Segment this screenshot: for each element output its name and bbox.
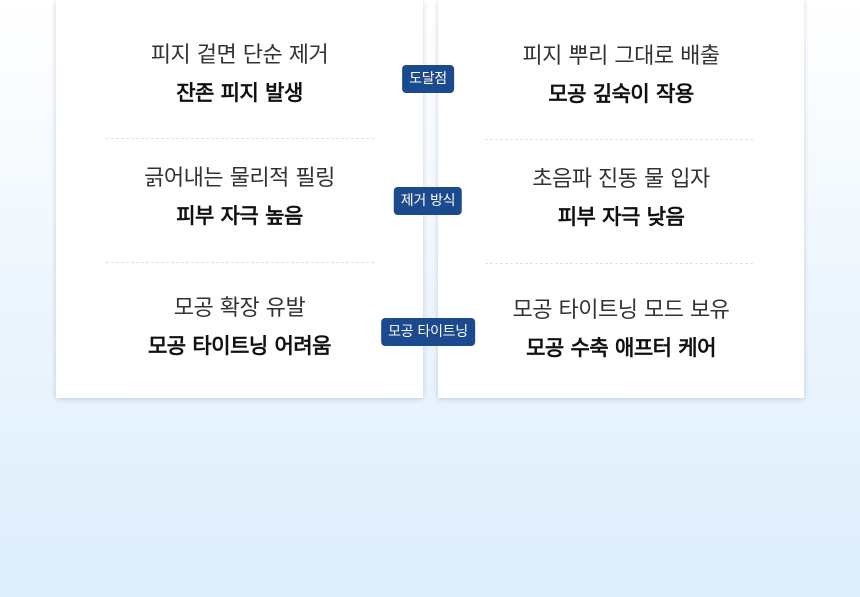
row-divider: [106, 138, 374, 139]
left-row-tightening-result: 모공 타이트닝 어려움: [147, 334, 332, 358]
category-badge-reach: 도달점: [402, 65, 454, 93]
comparison-card-left: 피지 겉면 단순 제거 잔존 피지 발생 긁어내는 물리적 필링 피부 자극 높…: [56, 0, 423, 398]
right-row-tightening-description: 모공 타이트닝 모드 보유: [512, 298, 730, 323]
left-row-method-description: 긁어내는 물리적 필링: [144, 166, 335, 191]
category-badge-tightening: 모공 타이트닝: [381, 318, 475, 346]
left-row-tightening-description: 모공 확장 유발: [173, 296, 306, 321]
row-divider: [485, 139, 753, 140]
right-row-tightening: 모공 타이트닝 모드 보유 모공 수축 애프터 케어: [438, 296, 804, 363]
left-row-method-result: 피부 자극 높음: [176, 204, 303, 228]
right-row-reach-description: 피지 뿌리 그대로 배출: [522, 44, 720, 69]
comparison-card-right: 피지 뿌리 그대로 배출 모공 깊숙이 작용 초음파 진동 물 입자 피부 자극…: [438, 0, 804, 398]
row-divider: [106, 262, 374, 263]
category-badge-method: 제거 방식: [393, 187, 463, 215]
right-row-method: 초음파 진동 물 입자 피부 자극 낮음: [438, 165, 804, 232]
right-row-reach: 피지 뿌리 그대로 배출 모공 깊숙이 작용: [438, 42, 804, 109]
left-row-reach-result: 잔존 피지 발생: [176, 81, 303, 105]
left-row-tightening: 모공 확장 유발 모공 타이트닝 어려움: [56, 294, 423, 361]
row-divider: [485, 263, 753, 264]
left-row-reach-description: 피지 겉면 단순 제거: [150, 43, 329, 68]
right-row-tightening-result: 모공 수축 애프터 케어: [526, 336, 716, 360]
right-row-reach-result: 모공 깊숙이 작용: [548, 82, 694, 106]
left-row-reach: 피지 겉면 단순 제거 잔존 피지 발생: [56, 41, 423, 108]
left-row-method: 긁어내는 물리적 필링 피부 자극 높음: [56, 164, 423, 231]
right-row-method-result: 피부 자극 낮음: [557, 205, 685, 229]
right-row-method-description: 초음파 진동 물 입자: [532, 167, 710, 192]
